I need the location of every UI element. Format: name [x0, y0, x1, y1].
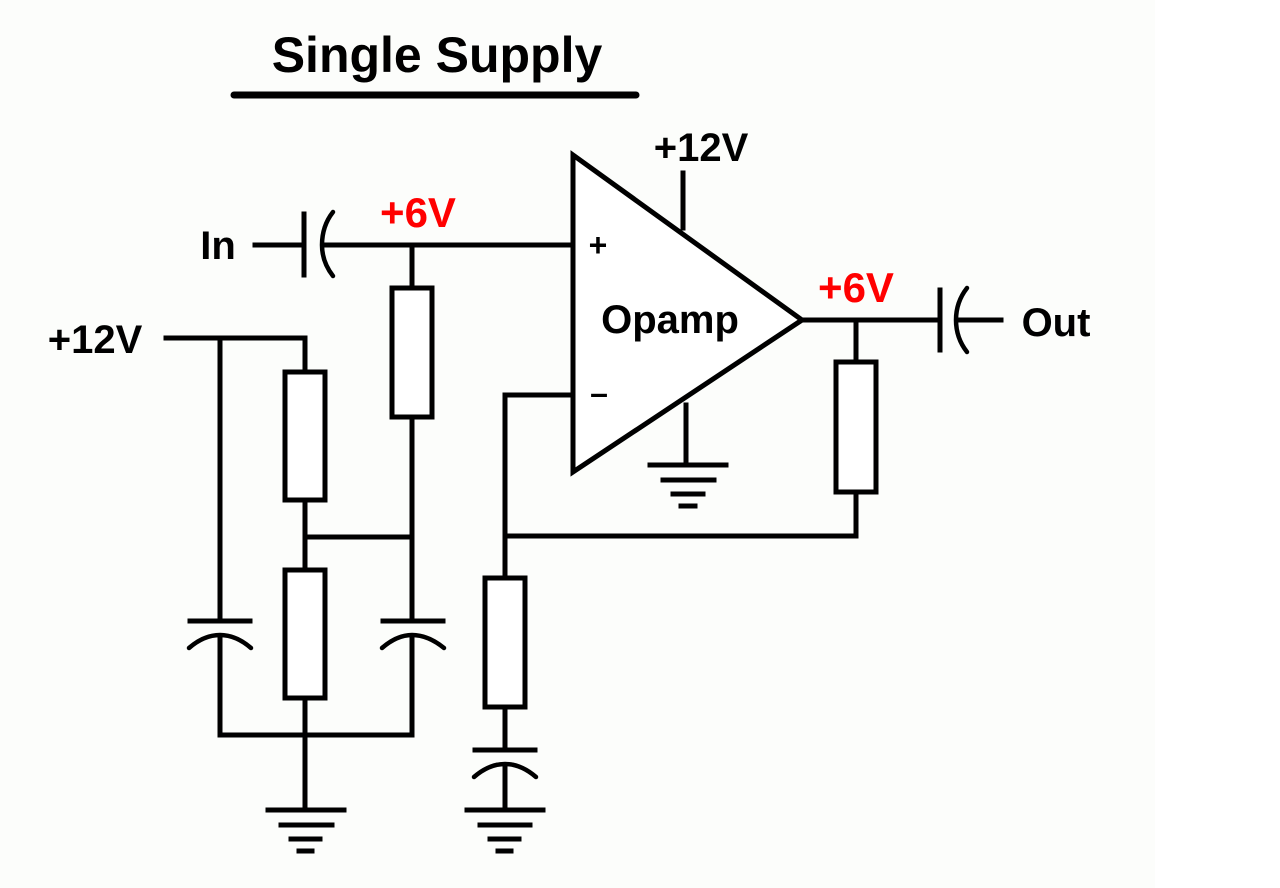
page-title: Single Supply — [272, 27, 603, 83]
inverting-input-wire — [502, 392, 576, 581]
non-inverting-sign: + — [589, 227, 608, 263]
gain-resistor — [482, 575, 528, 710]
bias-resistor — [389, 285, 435, 420]
supply-label: +12V — [48, 318, 143, 362]
gain-ground-icon — [464, 807, 546, 854]
opamp-triangle — [570, 150, 807, 477]
midpoint-decoupling-capacitor-icon — [379, 618, 447, 651]
output-label: Out — [1022, 301, 1091, 345]
input-bias-voltage-label: +6V — [380, 189, 456, 236]
divider-ground-icon — [265, 807, 347, 854]
opamp-ground-icon — [647, 402, 729, 509]
inverting-sign: – — [590, 375, 608, 411]
supply-wire — [163, 335, 308, 375]
divider-bottom-resistor — [282, 567, 328, 701]
decoupling-ground-return — [217, 633, 415, 738]
opamp: Opamp + – — [570, 150, 807, 477]
opamp-supply-label: +12V — [654, 126, 749, 170]
feedback-return-wire — [502, 489, 859, 539]
input-label: In — [200, 224, 236, 268]
output-bias-voltage-label: +6V — [818, 264, 894, 311]
feedback-resistor — [833, 359, 879, 495]
divider-top-resistor — [282, 369, 328, 503]
opamp-label: Opamp — [601, 298, 739, 342]
